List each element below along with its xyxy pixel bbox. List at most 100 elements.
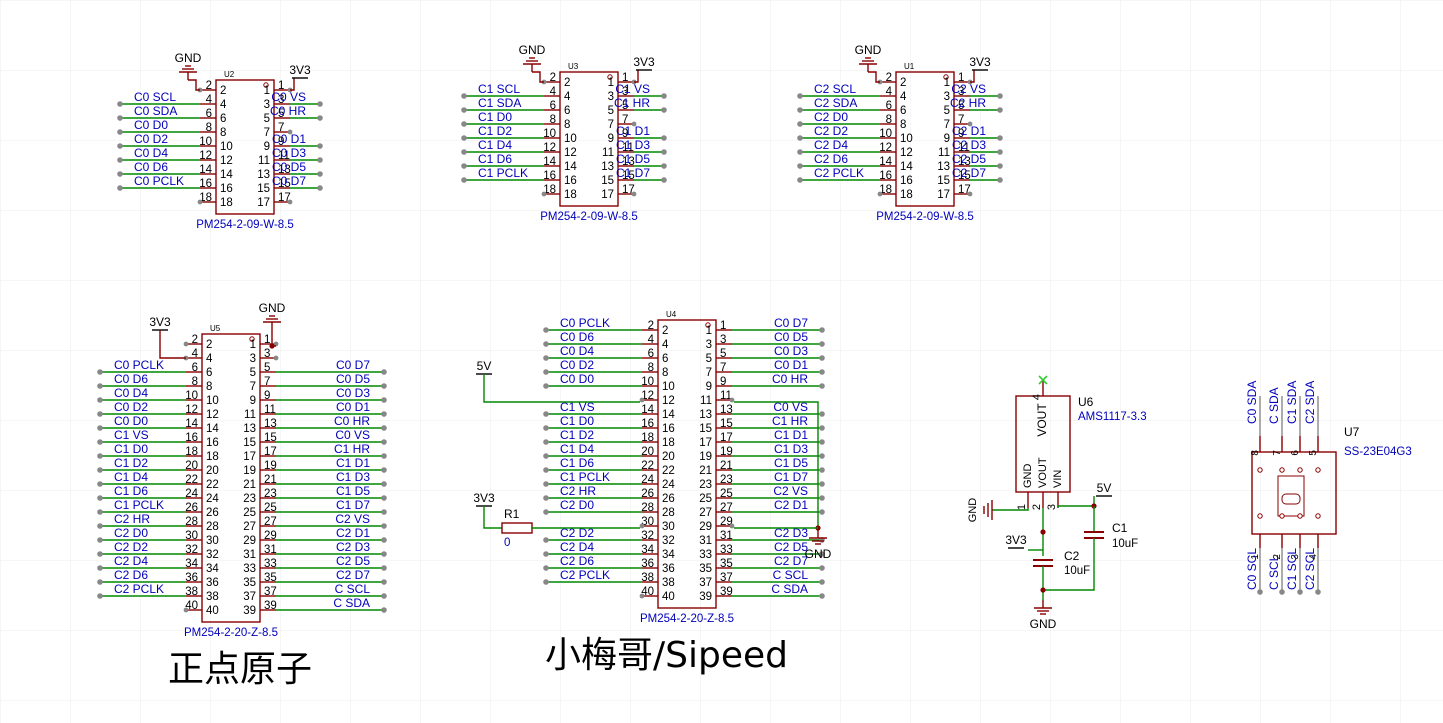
u4-net-c0-d0: C0 D0 [560,372,594,386]
u1-pin-2-num-inner: 2 [900,77,906,89]
u4-wire-c-scl-end [819,579,825,585]
u2-wire-c0-pclk-end [117,185,123,191]
u5-wire-c2-vs-end [381,523,387,529]
u5-pin-4-num-inner: 4 [206,353,213,365]
u4-pin-37-num-inner: 37 [699,577,712,589]
u4-pin-12-stub [639,397,645,403]
u2-pin-4-num-outer: 4 [206,94,213,106]
u5-pin-7-num-outer: 7 [264,376,270,388]
u5-pwr-label: 3V3 [149,315,171,329]
u4-pin-6-num-inner: 6 [662,353,668,365]
u5-pin-6-num-outer: 6 [192,362,198,374]
u7-wire-c1-scl-end [1297,589,1303,595]
c2-refdes: C2 [1064,549,1080,563]
u7-contact-bottom-3 [1297,513,1303,519]
u3-pin-2-num-inner: 2 [564,77,570,89]
u5-pin-24-num-outer: 24 [185,488,198,500]
u2-pin-7-stub [287,129,293,135]
u4-net-c2-d2: C2 D2 [560,526,594,540]
u5-net-c1-hr: C1 HR [334,442,370,456]
u3-wire-c1-d4-end [461,149,467,155]
u2-gnd-label: GND [175,51,202,65]
u3-gnd-label: GND [519,43,546,57]
u7-pin5-num: 5 [1308,450,1319,456]
u4-pin-29-stub [729,523,735,529]
u5-net-c0-hr: C0 HR [334,414,370,428]
u4-pin-37-num-outer: 37 [720,572,733,584]
u6-pin3-name: VIN [1052,470,1064,488]
u1-refdes: U1 [904,62,915,71]
u4-pwr-label: 5V [477,359,492,373]
u4-pin-7-num-outer: 7 [720,362,726,374]
u3-pin-11-num-inner: 11 [602,147,614,159]
u3-pin-16-num-outer: 16 [543,170,556,182]
u4-pin-28-num-outer: 28 [641,502,654,514]
u4-wire-c1-d5-end [819,467,825,473]
u5-wire-c2-hr-end [97,523,103,529]
u5-pin-23-num-inner: 23 [243,493,256,505]
u5-pin-29-num-inner: 29 [243,535,256,547]
u5-pwr-wire [159,330,186,359]
u4-net-c0-d7: C0 D7 [774,316,808,330]
u4-pin-23-num-inner: 23 [699,479,712,491]
u5-net-c2-d6: C2 D6 [114,568,148,582]
u4-net-c2-d5: C2 D5 [774,540,808,554]
u5-wire-c1-d4-end [97,481,103,487]
u2-pin-4-num-inner: 4 [220,99,227,111]
u4-pin-8-num-inner: 8 [662,367,668,379]
u5-pin-1-stub [273,341,279,347]
u2-pin-2-num-inner: 2 [220,85,226,97]
u6-pin2-name: VOUT [1037,457,1049,488]
u4-wire-c1-d4-end [543,453,549,459]
u7-net-c-scl: C SCL [1267,554,1281,590]
u4-net-c1-d1: C1 D1 [774,428,808,442]
u1-pin-7-num-inner: 7 [944,119,950,131]
u4-net-c0-d5: C0 D5 [774,330,808,344]
u2-pin-1-num-inner: 1 [264,85,270,97]
u1-net-c2-d6: C2 D6 [814,152,848,166]
u3-pin-5-num-inner: 5 [608,105,614,117]
u1-net-c2-d3: C2 D3 [952,138,986,152]
u4-net-c1-d6: C1 D6 [560,456,594,470]
u4-wire-c2-d7-end [819,565,825,571]
u4-pin-20-num-inner: 20 [662,451,675,463]
u3-net-c1-d4: C1 D4 [478,138,512,152]
u4-pin-9-num-inner: 9 [706,381,712,393]
u4-wire-c1-d1-end [819,439,825,445]
u5-net-c1-d2: C1 D2 [114,456,148,470]
u3-wire-c1-d1-end [661,135,667,141]
u5-pin-12-num-inner: 12 [206,409,219,421]
u5-net-c0-d5: C0 D5 [336,372,370,386]
u5-net-c0-d0: C0 D0 [114,414,148,428]
u4-pin-14-num-outer: 14 [641,404,654,416]
u2-net-c0-d0: C0 D0 [134,118,168,132]
u1-net-c2-d5: C2 D5 [952,152,986,166]
u1-part: PM254-2-09-W-8.5 [876,211,974,223]
u4-pin-16-num-inner: 16 [662,423,675,435]
u2-pin-14-num-outer: 14 [199,164,212,176]
u4-pin-14-num-inner: 14 [662,409,675,421]
u4-pin-27-num-outer: 27 [720,502,733,514]
u3-pin-11-num-outer: 11 [622,142,634,154]
u2-wire-c0-d5-end [317,171,323,177]
u4-wire-c0-d7-end [819,327,825,333]
c1-value: 10uF [1112,538,1138,550]
u7-wire-c0-scl-end [1257,589,1263,595]
u1-pin1-marker [943,74,949,80]
u4-pin-31-num-outer: 31 [720,530,733,542]
u2-wire-c0-d6-end [117,171,123,177]
u5-net-c0-d4: C0 D4 [114,386,148,400]
u4-pin-31-num-inner: 31 [699,535,712,547]
u4-pin-30-stub [639,523,645,529]
u5-pin-35-num-inner: 35 [243,577,256,589]
u5-refdes: U5 [210,324,221,333]
u7-net-c-sda: C SDA [1267,387,1281,424]
u3-wire-c1-pclk-end [461,177,467,183]
u7-slider-icon [1281,493,1301,505]
r1-refdes: R1 [504,507,520,521]
u5-pin-27-num-inner: 27 [243,521,256,533]
u2-pin-8-num-inner: 8 [220,127,226,139]
u5-net-c2-d3: C2 D3 [336,540,370,554]
u1-pin-5-num-inner: 5 [944,105,950,117]
u5-pin-28-num-outer: 28 [185,516,198,528]
